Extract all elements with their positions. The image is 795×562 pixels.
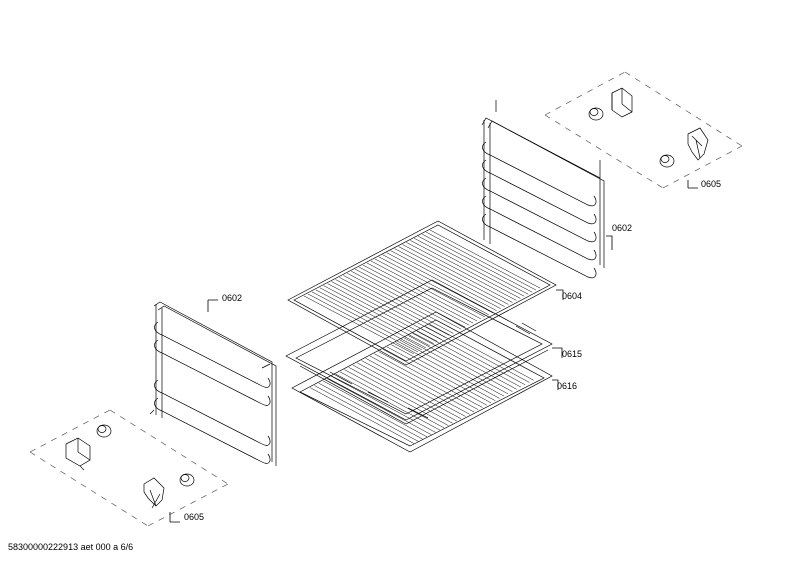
grid-wire [348,367,453,424]
lower-wire-rack: 0616 [291,311,577,453]
grid-wire [403,337,509,395]
rail-knob-bottom-left [96,424,112,438]
grid-wire [425,326,530,383]
grid-wire [370,260,482,320]
part-number-0602-right: 0602 [612,223,632,233]
grid-wire [429,229,541,289]
grid-wire [344,369,449,426]
grid-wire [355,268,466,328]
grid-wire [335,279,446,338]
grid-wire [314,385,419,442]
part-number-0605-top: 0605 [701,179,721,189]
grid-wire [399,339,505,397]
grid-wire [303,295,415,355]
grid-wire [414,238,525,297]
grid-wire [331,376,436,433]
top-right-mounting-area: 0605 [544,71,743,189]
grid-wire [391,344,496,401]
left-side-rack: 0602 [149,293,277,466]
grid-wire [422,233,533,293]
rail-clip-top [611,87,633,118]
grid-wire [369,355,475,413]
grid-wire [408,335,513,392]
grid-wire [416,330,522,388]
grid-wire [310,387,415,444]
grid-wire [327,283,438,342]
grid-wire [357,362,462,420]
part-number-0602-left: 0602 [222,293,242,303]
bottom-left-mounting-area: 0605 [29,409,229,527]
grid-wire [361,360,466,417]
grid-wire [323,285,434,344]
grid-wire [406,242,517,301]
grid-wire [322,380,428,438]
grid-wire [378,256,489,316]
grid-wire [390,250,501,309]
grid-wire [319,287,430,346]
grid-wire [374,258,486,318]
grid-wire [378,351,483,408]
grid-wire [386,346,492,404]
grid-wire [394,248,505,307]
baking-tray: 0615 [285,279,582,425]
rail-knob-bottom-right [179,473,195,487]
grid-wire [374,353,479,410]
grid-wire [318,382,423,440]
rail-knob-top-left [588,107,604,121]
grid-wire [352,364,458,422]
grid-wire [362,264,474,324]
grid-wire [327,378,432,435]
document-id-footer: 58300000222913 aet 000 a 6/6 [8,542,134,552]
grid-wire [343,275,454,334]
grid-wire [425,231,537,291]
part-number-0605-bottom: 0605 [184,512,204,522]
grid-wire [395,342,500,399]
rail-hook-top [687,127,709,161]
grid-wire [382,254,493,314]
grid-wire [382,348,487,406]
grid-wire [307,293,419,353]
grid-wire [315,289,426,349]
grid-wire [358,266,470,326]
grid-wire [339,277,450,336]
grid-wire [386,252,497,311]
part-number-0604: 0604 [562,291,582,301]
grid-wire [351,270,462,330]
right-side-rack: 0602 [481,100,632,279]
rail-knob-top-right [659,154,675,168]
grid-wire [429,324,534,381]
grid-wire [412,333,517,390]
grid-wire [339,371,445,429]
part-number-0615: 0615 [562,349,582,359]
grid-wire [418,235,529,295]
rail-hook-bottom [143,477,165,509]
grid-wire [410,240,521,299]
grid-wire [402,244,513,303]
wire-grid-shelf: 0604 [287,220,582,366]
grid-wire [421,328,526,386]
part-number-0616: 0616 [557,381,577,391]
rail-clip-bottom [65,437,91,471]
grid-wire [398,246,509,305]
grid-wire [366,262,478,322]
grid-wire [311,291,422,351]
grid-wire [365,358,470,415]
